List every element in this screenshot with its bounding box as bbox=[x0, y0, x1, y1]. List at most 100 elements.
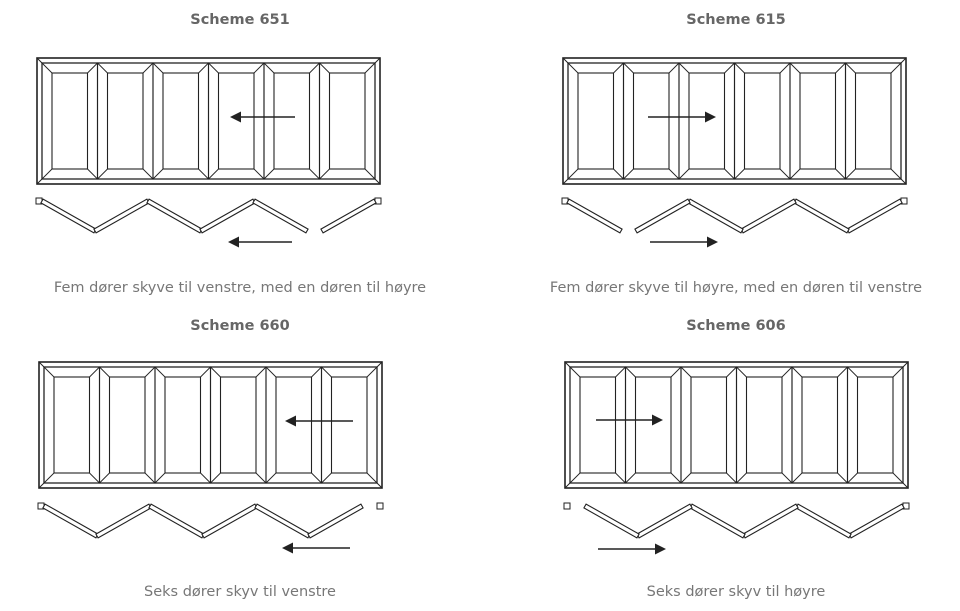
door-glass bbox=[328, 72, 366, 170]
folded-door-leaf bbox=[742, 503, 799, 539]
door-frame bbox=[562, 57, 907, 185]
door-panel bbox=[154, 366, 212, 484]
folded-door-leaf bbox=[566, 198, 623, 234]
scheme-606: Scheme 606 Seks dører skyv til høyre bbox=[480, 305, 960, 610]
folded-door-leaf bbox=[254, 503, 311, 539]
folded-door-leaf bbox=[583, 503, 640, 539]
folded-door-leaf bbox=[848, 503, 905, 539]
folded-door-leaf bbox=[636, 503, 693, 539]
folded-door-leaf bbox=[320, 198, 377, 234]
arrow-icon bbox=[598, 543, 666, 555]
folded-door-leaf bbox=[93, 198, 150, 234]
folded-door-leaf bbox=[846, 198, 903, 234]
door-glass bbox=[854, 72, 892, 170]
door-panel bbox=[263, 62, 321, 180]
door-panel bbox=[735, 366, 793, 484]
door-panel bbox=[789, 62, 847, 180]
door-glass bbox=[799, 72, 837, 170]
door-glass bbox=[688, 72, 726, 170]
door-panel bbox=[624, 366, 682, 484]
folded-door-leaf bbox=[687, 198, 744, 234]
door-panel bbox=[733, 62, 791, 180]
scheme-651: Scheme 651 Fem dører skyve til venstre, … bbox=[0, 0, 480, 305]
scheme-caption: Fem dører skyve til høyre, med en døren … bbox=[549, 280, 923, 296]
folded-door-leaf bbox=[95, 503, 152, 539]
door-glass bbox=[106, 72, 144, 170]
door-glass bbox=[108, 376, 146, 474]
door-panel bbox=[846, 366, 904, 484]
door-glass bbox=[745, 376, 783, 474]
door-panel bbox=[622, 62, 680, 180]
arrow-icon bbox=[282, 542, 350, 554]
door-glass bbox=[53, 376, 91, 474]
door-panel bbox=[569, 366, 627, 484]
folded-door-leaf bbox=[199, 198, 256, 234]
arrow-icon bbox=[596, 414, 663, 426]
folded-door-leaf bbox=[40, 198, 97, 234]
scheme-615: Scheme 615 Fem dører skyve til høyre, me… bbox=[480, 0, 960, 305]
door-glass bbox=[801, 376, 839, 474]
door-panel bbox=[567, 62, 625, 180]
door-diagram bbox=[563, 361, 910, 555]
door-glass bbox=[51, 72, 89, 170]
door-frame bbox=[36, 57, 381, 185]
hinge-post-left bbox=[563, 502, 571, 510]
door-diagram bbox=[37, 361, 384, 554]
door-glass bbox=[162, 72, 200, 170]
hinge-post-right bbox=[376, 502, 384, 510]
door-panel bbox=[680, 366, 738, 484]
door-glass bbox=[219, 376, 257, 474]
door-diagram bbox=[561, 57, 908, 248]
scheme-caption: Fem dører skyve til venstre, med en døre… bbox=[53, 280, 427, 296]
door-glass bbox=[217, 72, 255, 170]
door-panel bbox=[791, 366, 849, 484]
arrow-icon bbox=[648, 111, 716, 123]
door-panel bbox=[152, 62, 210, 180]
scheme-caption: Seks dører skyv til høyre bbox=[646, 584, 826, 600]
door-glass bbox=[690, 376, 728, 474]
scheme-title: Scheme 660 bbox=[190, 318, 290, 334]
folded-door-leaf bbox=[42, 503, 99, 539]
folded-door-leaf bbox=[740, 198, 797, 234]
door-glass bbox=[164, 376, 202, 474]
door-glass bbox=[856, 376, 894, 474]
arrow-icon bbox=[650, 236, 718, 248]
folded-door-leaf bbox=[793, 198, 850, 234]
folded-door-leaf bbox=[146, 198, 203, 234]
scheme-title: Scheme 606 bbox=[686, 318, 786, 334]
door-glass bbox=[577, 72, 615, 170]
arrow-icon bbox=[285, 415, 353, 427]
folded-door-leaf bbox=[634, 198, 691, 234]
door-panel bbox=[43, 366, 101, 484]
scheme-title: Scheme 615 bbox=[686, 12, 786, 28]
door-glass bbox=[275, 376, 313, 474]
folded-door-leaf bbox=[795, 503, 852, 539]
door-panel bbox=[41, 62, 99, 180]
folded-door-leaf bbox=[689, 503, 746, 539]
folded-door-leaf bbox=[252, 198, 309, 234]
door-frame bbox=[38, 361, 383, 489]
folded-door-leaf bbox=[148, 503, 205, 539]
door-panel bbox=[98, 366, 156, 484]
folded-door-leaf bbox=[307, 503, 364, 539]
door-glass bbox=[273, 72, 311, 170]
scheme-title: Scheme 651 bbox=[190, 12, 290, 28]
door-glass bbox=[330, 376, 368, 474]
door-panel bbox=[844, 62, 902, 180]
folded-door-leaf bbox=[201, 503, 258, 539]
door-glass bbox=[743, 72, 781, 170]
door-glass bbox=[634, 376, 672, 474]
door-frame bbox=[564, 361, 909, 489]
scheme-660: Scheme 660 Seks dører skyv til venstre bbox=[0, 305, 480, 610]
door-glass bbox=[632, 72, 670, 170]
door-panel bbox=[318, 62, 376, 180]
door-panel bbox=[207, 62, 265, 180]
arrow-icon bbox=[230, 111, 295, 123]
door-panel bbox=[209, 366, 267, 484]
door-panel bbox=[96, 62, 154, 180]
door-panel bbox=[320, 366, 378, 484]
door-glass bbox=[579, 376, 617, 474]
arrow-icon bbox=[228, 236, 292, 248]
scheme-caption: Seks dører skyv til venstre bbox=[144, 584, 336, 600]
door-diagram bbox=[35, 57, 382, 248]
